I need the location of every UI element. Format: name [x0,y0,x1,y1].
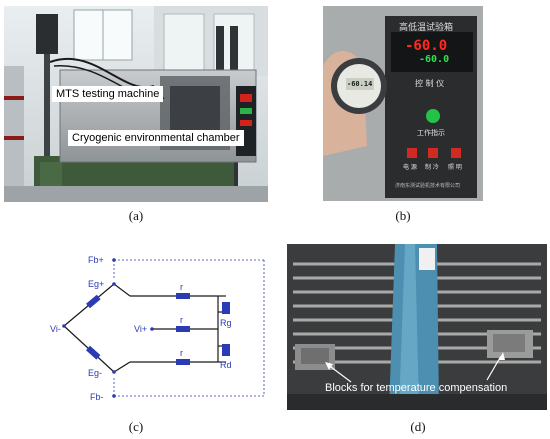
resistor-r-top-label: r [180,282,183,292]
controller-label: 控 制 仪 [415,79,445,88]
resistor-r-middle-label: r [180,315,183,325]
controller-sv-display: -60.0 [419,54,450,65]
thermometer-reading: -60.14 [347,80,373,88]
panel-c-circuit: Fb+ Eg+ Vi- Vi+ Eg- Fb- r r r Rg Rd [50,250,280,406]
caption-c: (c) [128,419,144,434]
node-fb-minus: Fb- [90,392,104,402]
light-button-label: 照 明 [448,164,462,171]
node-vi-minus: Vi- [50,324,61,334]
compensation-blocks-photo [287,244,547,410]
resistor-r-bottom-label: r [180,348,183,358]
node-fb-plus: Fb+ [88,255,104,265]
caption-a: (a) [128,208,144,223]
chamber-title: 高低温试验箱 [399,23,454,33]
mts-lab-photo [4,6,268,202]
panel-b-photo: 高低温试验箱 -60.14 -60.0 -60.0 控 制 仪 工作指示 电 源… [323,6,483,201]
cool-button-label: 制 冷 [425,164,439,171]
node-vi-plus: Vi+ [134,324,147,334]
caption-d: (d) [410,419,426,434]
work-indicator-label: 工作指示 [417,129,445,137]
power-button-label: 电 源 [403,164,417,171]
manufacturer-label: 济南东测试验机技术有限公司 [395,183,461,189]
caption-b: (b) [395,208,411,223]
panel-a-photo: MTS testing machine Cryogenic environmen… [4,6,268,202]
label-cryogenic-chamber: Cryogenic environmental chamber [68,130,244,146]
gauge-rd-label: Rd [220,360,232,370]
node-eg-plus: Eg+ [88,279,104,289]
gauge-rg-label: Rg [220,318,232,328]
label-compensation-blocks: Blocks for temperature compensation [325,382,508,394]
controller-panel-photo [323,6,483,201]
node-eg-minus: Eg- [88,368,102,378]
label-mts-testing-machine: MTS testing machine [52,86,164,102]
controller-pv-display: -60.0 [405,38,448,54]
bridge-circuit-diagram: Fb+ Eg+ Vi- Vi+ Eg- Fb- r r r Rg Rd [50,255,265,402]
panel-d-photo: Blocks for temperature compensation [287,244,547,410]
